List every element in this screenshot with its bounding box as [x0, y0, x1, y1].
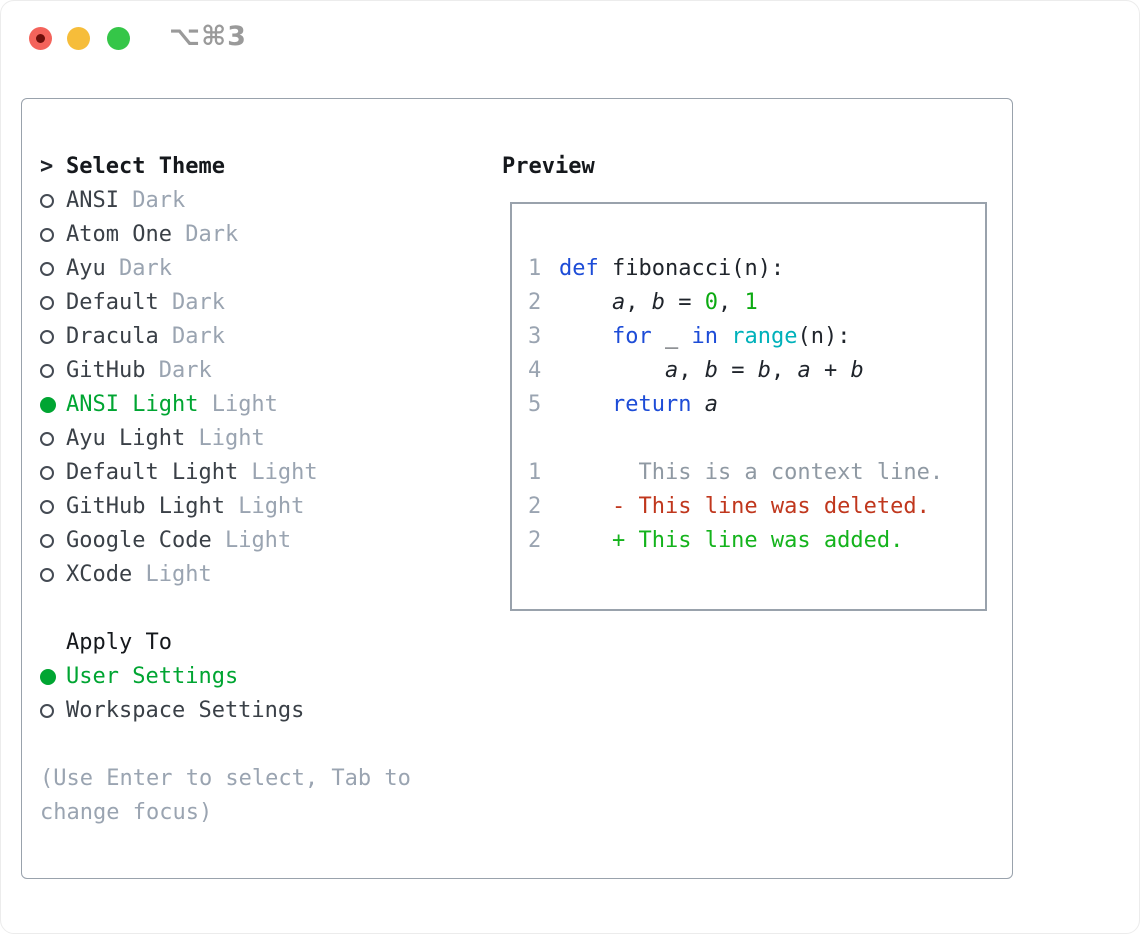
- close-button[interactable]: [29, 27, 52, 50]
- theme-variant-tag: Light: [224, 494, 305, 519]
- line-number: 1: [528, 460, 542, 485]
- theme-name: Default Light: [66, 460, 239, 485]
- apply-option-label: User Settings: [66, 664, 239, 689]
- theme-variant-tag: Light: [198, 392, 278, 417]
- radio-unselected-icon: [40, 330, 66, 344]
- radio-unselected-icon: [40, 466, 66, 480]
- theme-variant-tag: Light: [238, 460, 318, 485]
- theme-option-google-code[interactable]: Google Code Light: [40, 524, 411, 558]
- radio-unselected-icon: [40, 296, 66, 310]
- focus-caret-icon: >: [40, 154, 54, 179]
- theme-option-ansi[interactable]: ANSI Dark: [40, 184, 411, 218]
- radio-unselected-icon: [40, 500, 66, 514]
- spacer: [40, 728, 411, 762]
- theme-name: Ayu Light: [66, 426, 186, 451]
- theme-option-xcode[interactable]: XCode Light: [40, 558, 411, 592]
- theme-name: Ayu: [66, 256, 106, 281]
- keyboard-hint-line-2: change focus): [40, 800, 213, 825]
- apply-to-header: Apply To: [40, 626, 411, 660]
- theme-name: XCode: [66, 562, 133, 587]
- preview-line-7: 1 This is a context line.: [528, 456, 985, 490]
- zoom-button[interactable]: [107, 27, 130, 50]
- theme-variant-tag: Dark: [105, 256, 172, 281]
- preview-title: Preview: [502, 154, 595, 179]
- theme-name: Atom One: [66, 222, 172, 247]
- keyboard-hint-line-1: (Use Enter to select, Tab to: [40, 766, 411, 791]
- theme-name: GitHub: [66, 358, 146, 383]
- theme-variant-tag: Dark: [158, 290, 225, 315]
- line-number: 2: [528, 494, 542, 519]
- theme-option-default[interactable]: Default Dark: [40, 286, 411, 320]
- theme-option-default-light[interactable]: Default Light Light: [40, 456, 411, 490]
- radio-unselected-icon: [40, 228, 66, 242]
- preview-line-5: 5 return a: [528, 388, 985, 422]
- preview-line-4: 4 a, b = b, a + b: [528, 354, 985, 388]
- theme-option-ayu[interactable]: Ayu Dark: [40, 252, 411, 286]
- preview-line-3: 3 for _ in range(n):: [528, 320, 985, 354]
- apply-option-label: Workspace Settings: [66, 698, 305, 723]
- apply-option-workspace-settings[interactable]: Workspace Settings: [40, 694, 411, 728]
- theme-option-atom-one[interactable]: Atom One Dark: [40, 218, 411, 252]
- preview-line-9: 2 + This line was added.: [528, 524, 985, 558]
- radio-unselected-icon: [40, 432, 66, 446]
- theme-variant-tag: Dark: [171, 222, 239, 247]
- window-title: ⌥⌘3: [169, 21, 247, 52]
- apply-option-user-settings[interactable]: User Settings: [40, 660, 411, 694]
- radio-unselected-icon: [40, 364, 66, 378]
- select-theme-header: > Select Theme: [40, 150, 411, 184]
- theme-option-ansi-light[interactable]: ANSI Light Light: [40, 388, 411, 422]
- theme-variant-tag: Dark: [158, 324, 225, 349]
- theme-name: GitHub Light: [66, 494, 225, 519]
- preview-line-2: 2 a, b = 0, 1: [528, 286, 985, 320]
- line-number: 2: [528, 528, 542, 553]
- line-number: 1: [528, 256, 542, 281]
- line-number: 2: [528, 290, 542, 315]
- theme-variant-tag: Dark: [145, 358, 212, 383]
- line-number: 4: [528, 358, 542, 383]
- theme-variant-tag: Light: [185, 426, 265, 451]
- apply-to-title: Apply To: [66, 630, 172, 655]
- theme-variant-tag: Light: [132, 562, 212, 587]
- select-theme-title: Select Theme: [66, 154, 225, 179]
- titlebar: ⌥⌘3: [1, 1, 1139, 75]
- theme-variant-tag: Dark: [118, 188, 186, 213]
- radio-unselected-icon: [40, 568, 66, 582]
- radio-unselected-icon: [40, 534, 66, 548]
- theme-option-github-light[interactable]: GitHub Light Light: [40, 490, 411, 524]
- theme-name: ANSI: [66, 188, 119, 213]
- theme-variant-tag: Light: [211, 528, 292, 553]
- line-number: 3: [528, 324, 542, 349]
- preview-line-6: [528, 422, 985, 456]
- radio-unselected-icon: [40, 704, 66, 718]
- theme-name: Dracula: [66, 324, 159, 349]
- theme-name: Default: [66, 290, 159, 315]
- preview-line-8: 2 - This line was deleted.: [528, 490, 985, 524]
- radio-selected-icon: [40, 397, 66, 413]
- line-number: 5: [528, 392, 542, 417]
- theme-name: ANSI Light: [66, 392, 199, 417]
- theme-option-dracula[interactable]: Dracula Dark: [40, 320, 411, 354]
- theme-option-ayu-light[interactable]: Ayu Light Light: [40, 422, 411, 456]
- line-number: [528, 422, 559, 456]
- radio-unselected-icon: [40, 262, 66, 276]
- radio-selected-icon: [40, 669, 66, 685]
- theme-name: Google Code: [66, 528, 212, 553]
- theme-option-github[interactable]: GitHub Dark: [40, 354, 411, 388]
- spacer: [40, 592, 411, 626]
- minimize-button[interactable]: [67, 27, 90, 50]
- radio-unselected-icon: [40, 194, 66, 208]
